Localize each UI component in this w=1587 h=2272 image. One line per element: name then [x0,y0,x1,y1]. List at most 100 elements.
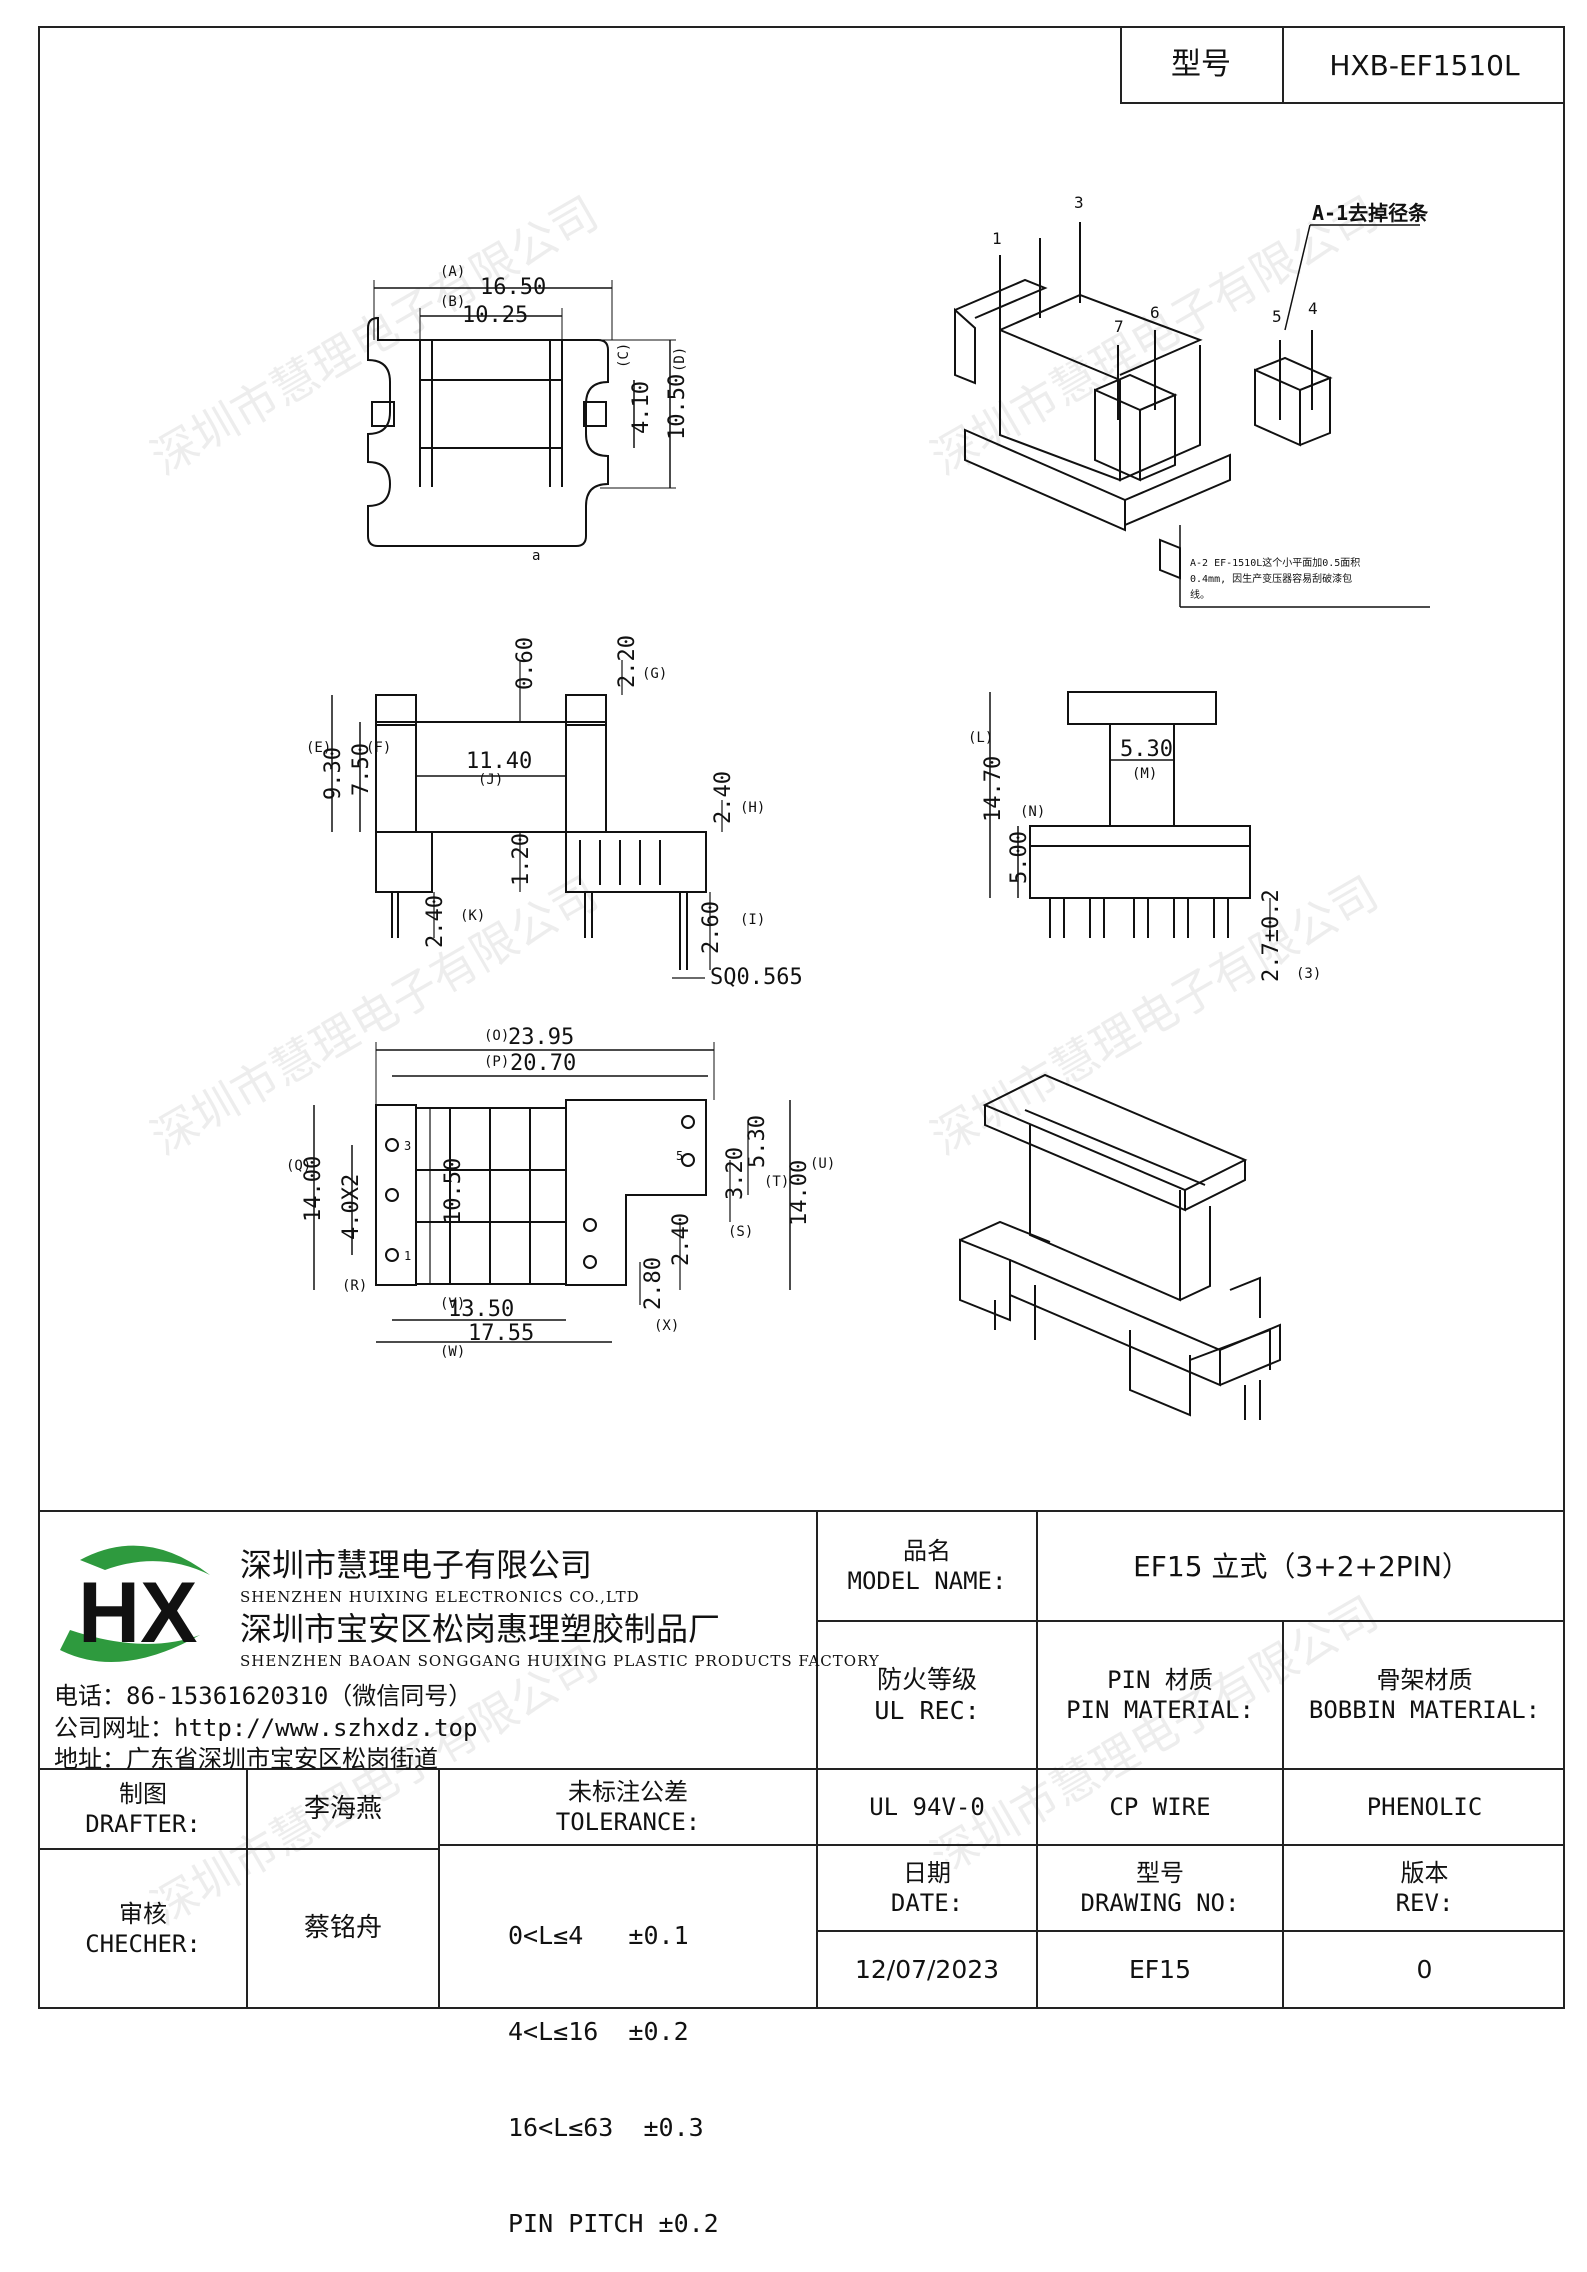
drawing-no-cn: 型号 [1136,1859,1184,1887]
dim-text: 20.70 [510,1051,576,1076]
pin-label: 1 [992,229,1002,248]
company-logo: HX [60,1545,210,1662]
product-name-label: 品名 MODEL NAME: [818,1512,1036,1620]
dim-letter: (3) [1296,966,1321,982]
rev-value: 0 [1416,1954,1433,1984]
dim-letter: (N) [1020,804,1045,820]
company-phone: 电话：86-15361620310（微信同号） [54,1682,473,1710]
title-block-top [38,1510,1565,1512]
dim-text: 5.30 [1120,737,1173,762]
dim-text: 0.60 [513,637,538,690]
checker-en: CHECHER: [85,1929,201,1958]
ul-rec-cn: 防火等级 [876,1664,977,1694]
pin-label: 5 [676,1149,683,1163]
dim-text: 5.30 [745,1115,770,1168]
product-name-cn: 品名 [903,1537,951,1565]
bobbin-material-value: PHENOLIC [1366,1793,1483,1821]
dim-text: 23.95 [508,1025,574,1050]
note-a1: A-1去掉径条 [1312,201,1429,225]
rev-cn: 版本 [1400,1859,1449,1887]
company-name-cn1: 深圳市慧理电子有限公司 [240,1546,593,1584]
dim-letter: (G) [642,666,667,682]
dim-text: 3.20 [723,1147,748,1200]
dim-letter: (Q) [286,1158,311,1174]
date-value: 12/07/2023 [854,1954,1000,1984]
model-header-box [1120,26,1565,104]
dim-text: 7.50 [349,743,374,796]
dim-letter: (M) [1132,766,1157,782]
dim-letter: (C) [616,343,632,368]
note-a2: 0.4mm, 因生产变压器容易刮破漆包 [1190,572,1352,585]
dim-text: 1.20 [509,833,534,886]
company-address: 地址：广东省深圳市宝安区松岗街道 [54,1745,438,1773]
pin-label: 1 [404,1249,411,1263]
checker-label: 审核 CHECHER: [40,1850,246,2007]
dim-text: 2.80 [641,1257,666,1310]
bobbin-material-cn: 骨架材质 [1376,1666,1473,1694]
ul-rec-value: UL 94V-0 [869,1793,985,1821]
dim-text: 14.70 [981,756,1006,822]
title-divider [816,1930,1565,1932]
dim-letter: (E) [306,740,331,756]
rev-label: 版本 REV: [1284,1846,1565,1930]
note-a2: 线。 [1190,588,1210,601]
side-view [989,691,1271,938]
dim-text: 10.25 [462,303,528,328]
pin-label: 3 [1074,193,1084,212]
tolerance-label: 未标注公差 TOLERANCE: [440,1770,816,1844]
model-value: HXB-EF1510L [1329,48,1520,82]
pin-material-en: PIN MATERIAL: [1066,1696,1254,1724]
company-name-cn2: 深圳市宝安区松岗惠理塑胶制品厂 [240,1610,721,1648]
title-divider [1036,1510,1038,2007]
dim-text: 11.40 [466,749,532,774]
date-en: DATE: [890,1889,964,1917]
dim-text: 14.00 [301,1156,326,1222]
top-view [367,280,676,547]
title-divider [246,1768,248,2007]
pin-label: 5 [1272,307,1282,326]
pin-material-cn: PIN 材质 [1107,1666,1213,1694]
dim-text: 9.30 [321,747,346,800]
dim-letter: (A) [440,264,465,280]
title-divider [1282,1620,1284,2007]
title-divider [38,1768,1565,1770]
dim-text: 2.40 [423,895,448,948]
dim-letter: (T) [764,1174,789,1190]
iso-view-bottom [959,1073,1281,1420]
title-divider [816,1510,818,2007]
drawing-no-en: DRAWING NO: [1080,1889,1240,1917]
dim-letter: (V) [440,1296,465,1312]
dim-letter: (H) [740,800,765,816]
pin-material-value: CP WIRE [1109,1793,1211,1821]
pin-label: 6 [1150,303,1160,322]
dim-text: 10.50 [665,374,690,440]
note-a2: A-2 EF-1510L这个小平面加0.5面积 [1190,556,1360,569]
dim-text: 4.0X2 [339,1174,364,1240]
dim-letter: (K) [460,908,485,924]
drafter-name: 李海燕 [303,1793,382,1824]
dim-letter: (L) [968,730,993,746]
date-label: 日期 DATE: [818,1846,1036,1930]
company-name-en1: SHENZHEN HUIXING ELECTRONICS CO.,LTD [240,1588,640,1606]
dim-text: 2.60 [699,901,724,954]
dim-text: 14.00 [787,1160,812,1226]
drafter-cn: 制图 [119,1780,167,1808]
company-website: 公司网址：http://www.szhxdz.top [54,1714,478,1742]
dim-letter: (D) [672,347,688,372]
dim-letter: (B) [440,294,465,310]
dim-text: 4.10 [629,381,654,434]
dim-text: 2.20 [615,635,640,688]
tolerance-cn: 未标注公差 [568,1778,688,1806]
front-view [331,660,723,979]
bobbin-material-label: 骨架材质 BOBBIN MATERIAL: [1284,1622,1565,1768]
bottom-view [313,1042,791,1343]
model-label: 型号 [1171,47,1231,83]
title-divider [438,1844,816,1846]
dim-letter: (P) [484,1054,509,1070]
ul-rec-label: 防火等级 UL REC: [818,1622,1036,1768]
dim-text: 2.40 [711,771,736,824]
drawing-no-value: EF15 [1129,1954,1191,1984]
product-name-value: EF15 立式（3+2+2PIN） [1133,1549,1470,1583]
product-name-en: MODEL NAME: [847,1567,1007,1595]
ul-rec-en: UL REC: [874,1696,980,1725]
